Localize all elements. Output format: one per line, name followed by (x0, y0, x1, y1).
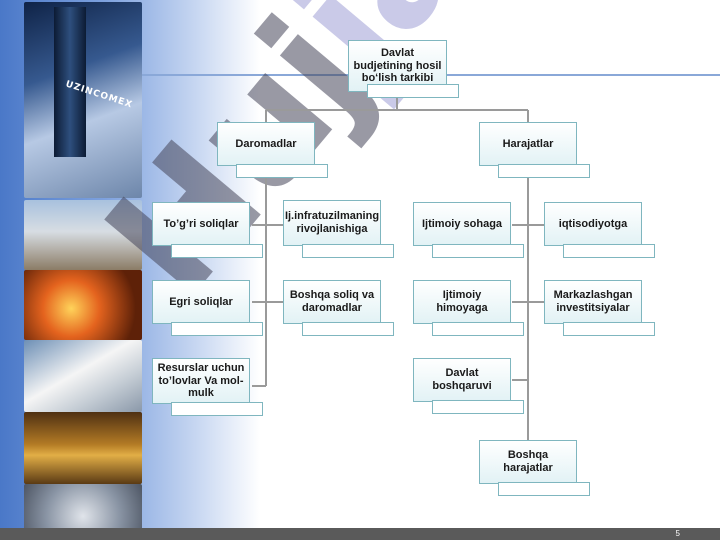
revenue-box: Daromadlar (217, 122, 315, 166)
page-number: 5 (675, 529, 680, 538)
economy-plate (563, 244, 655, 258)
title-plate (367, 84, 459, 98)
resource-payments-box: Resurslar uchun to’lovlar Va mol-mulk (152, 358, 250, 404)
direct-taxes-plate (171, 244, 263, 258)
social-sphere-plate (432, 244, 524, 258)
molten-metal-photo (24, 270, 142, 340)
other-expenditure-plate (498, 482, 590, 496)
resource-payments-plate (171, 402, 263, 416)
cotton-photo (24, 340, 142, 412)
state-administration-plate (432, 400, 524, 414)
footer-bar: 5 (0, 528, 720, 540)
economy-box: iqtisodiyotga (544, 202, 642, 246)
social-sphere-box: Ijtimoiy sohaga (413, 202, 511, 246)
expenditure-box: Harajatlar (479, 122, 577, 166)
wheat-photo (24, 412, 142, 484)
investments-box: Markazlashgan investitsiyalar (544, 280, 642, 324)
other-revenue-box: Boshqa soliq va daromadlar (283, 280, 381, 324)
revenue-plate (236, 164, 328, 178)
other-expenditure-box: Boshqa harajatlar (479, 440, 577, 484)
social-protection-plate (432, 322, 524, 336)
social-protection-box: Ijtimoiy himoyaga (413, 280, 511, 324)
other-revenue-plate (302, 322, 394, 336)
indirect-taxes-plate (171, 322, 263, 336)
infrastructure-plate (302, 244, 394, 258)
direct-taxes-box: To’g’ri soliqlar (152, 202, 250, 246)
state-administration-box: Davlat boshqaruvi (413, 358, 511, 402)
oil-refinery-photo (24, 200, 142, 270)
office-building-photo: UZINCOMEX (24, 2, 142, 198)
title-box: Davlat budjetining hosil bo‘lish tarkibi (348, 40, 447, 92)
machinery-photo (24, 484, 142, 530)
indirect-taxes-box: Egri soliqlar (152, 280, 250, 324)
tower-shape (54, 7, 86, 157)
investments-plate (563, 322, 655, 336)
infrastructure-box: Ij.infratuzilmaning rivojlanishiga (283, 200, 381, 246)
expenditure-plate (498, 164, 590, 178)
